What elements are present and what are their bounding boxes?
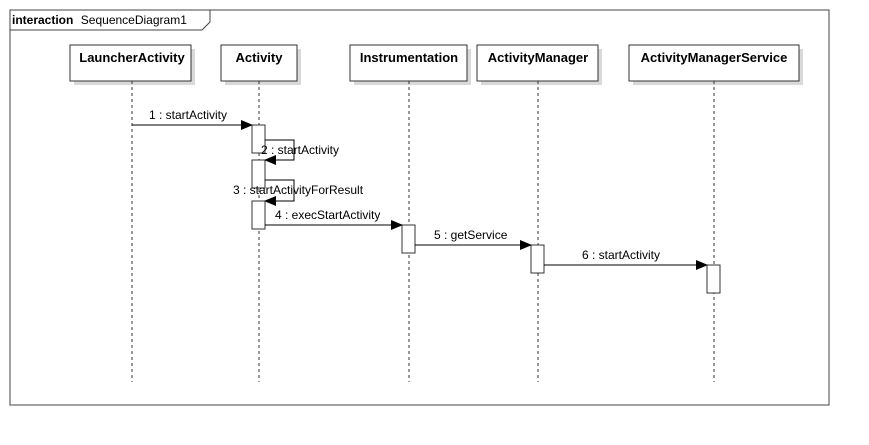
interaction-frame: interaction SequenceDiagram1 (9, 9, 830, 406)
message-1[interactable]: 1 : startActivity (132, 108, 253, 130)
message-2[interactable]: 2 : startActivity (261, 139, 339, 165)
activation-bar-instrumentation (401, 224, 416, 254)
message-4-label: 4 : execStartActivity (275, 208, 380, 222)
lifeline-ams-label: ActivityManagerService (641, 50, 788, 65)
lifeline-launcher-label: LauncherActivity (79, 50, 185, 65)
message-6-label: 6 : startActivity (582, 248, 660, 262)
svg-text:interaction SequenceDiag: interaction SequenceDiagram1 (12, 11, 187, 28)
lifeline-activitymanager-label: ActivityManager (488, 50, 588, 65)
lifeline-ams[interactable]: ActivityManagerService (628, 44, 803, 382)
message-1-label: 1 : startActivity (149, 108, 227, 122)
message-6[interactable]: 6 : startActivity (544, 248, 708, 270)
frame-name: SequenceDiagram1 (81, 13, 187, 27)
frame-keyword: interaction (12, 13, 73, 27)
activation-bar-activitymanager (530, 244, 545, 274)
activation-bar-ams (706, 264, 721, 294)
lifeline-activity-label: Activity (236, 50, 284, 65)
message-5-label: 5 : getService (434, 228, 508, 242)
lifeline-activitymanager[interactable]: ActivityManager (476, 44, 602, 382)
lifeline-instrumentation-label: Instrumentation (360, 50, 458, 65)
activation-bar-activity-2 (251, 159, 266, 189)
message-2-label: 2 : startActivity (261, 143, 339, 157)
message-5[interactable]: 5 : getService (415, 228, 532, 250)
message-3[interactable]: 3 : startActivityForResult (233, 179, 364, 206)
activation-bar-activity-1 (251, 124, 266, 154)
activation-bar-activity-3 (251, 200, 266, 230)
message-3-label: 3 : startActivityForResult (233, 183, 364, 197)
message-4[interactable]: 4 : execStartActivity (265, 208, 403, 230)
lifeline-instrumentation[interactable]: Instrumentation (349, 44, 471, 382)
lifeline-launcher[interactable]: LauncherActivity (69, 44, 195, 382)
